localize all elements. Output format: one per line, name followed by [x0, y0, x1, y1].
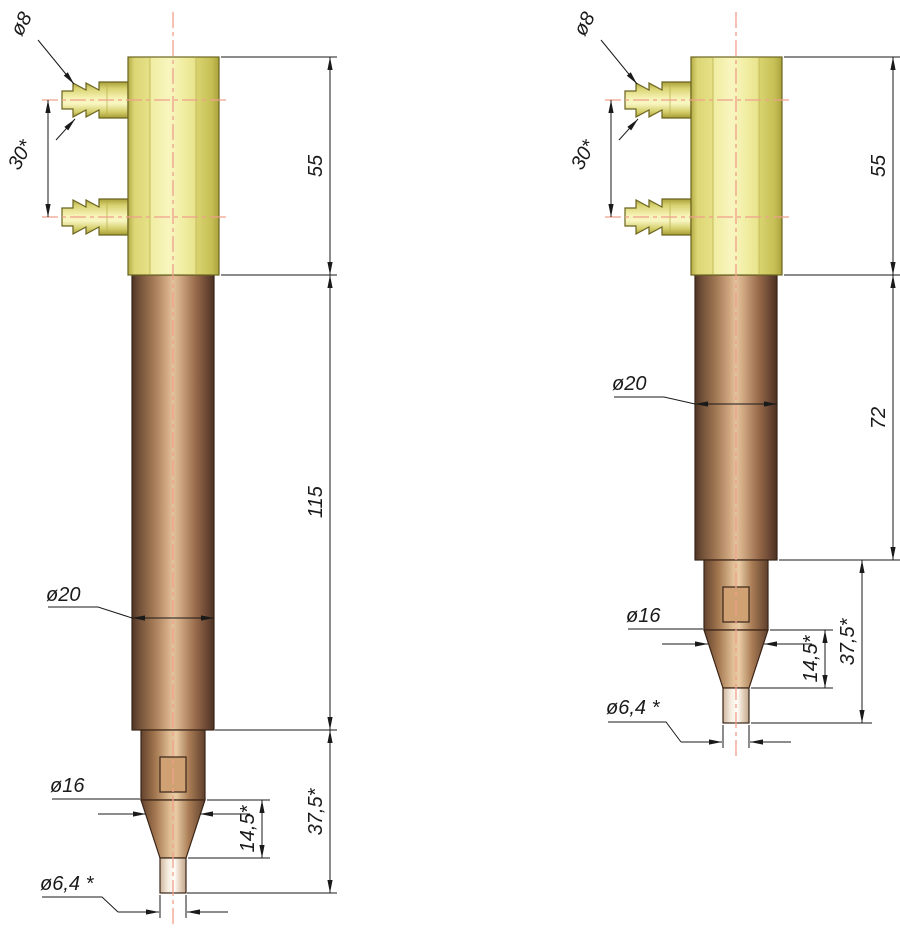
dim-tip-length: 37,5* [751, 560, 872, 724]
leader-arrow [600, 39, 638, 85]
dim-barb-spacing-label: 30* [4, 136, 38, 174]
dim-body-length: 72 [779, 275, 900, 561]
dim-barb-spacing-label: 30* [567, 136, 601, 174]
dim-tip-end-diameter: ø6,4 * [606, 697, 791, 748]
figure-short-electrode: ø8 30* 55 72 37,5* [567, 9, 900, 760]
dim-tip-length-label: 37,5* [837, 617, 859, 665]
dim-head-height: 55 [784, 56, 900, 276]
dim-tip-end-diameter: ø6,4 * [40, 873, 228, 918]
dim-tip-section-diameter: ø16 [626, 605, 812, 647]
centerlines [605, 12, 791, 760]
dim-tip-length: 37,5* [187, 730, 337, 894]
leader-arrow [55, 118, 76, 141]
dim-tip-length-label: 37,5* [305, 787, 327, 835]
dim-cone-length: 14,5* [188, 799, 270, 859]
dim-body-length: 115 [215, 275, 337, 731]
leader-arrow [37, 39, 75, 85]
figure-long-electrode: ø8 30* 55 115 37,5* [4, 9, 337, 928]
dim-body-diameter-label: ø20 [46, 584, 80, 606]
centerlines [42, 12, 228, 928]
dim-head-height-label: 55 [305, 154, 327, 177]
dim-barb-diameter: ø8 [570, 9, 639, 141]
leader-arrow [618, 118, 639, 141]
dim-barb-diameter-label: ø8 [570, 9, 600, 40]
dim-barb-diameter: ø8 [7, 9, 76, 141]
dim-tip-end-diameter-label: ø6,4 * [40, 873, 95, 895]
dim-tip-diameter-label: ø16 [626, 605, 661, 627]
dim-tip-end-diameter-label: ø6,4 * [606, 697, 661, 719]
dim-cone-length: 14,5* [751, 629, 833, 689]
dim-body-length-label: 72 [868, 407, 890, 429]
dim-barb-diameter-label: ø8 [7, 9, 37, 40]
dim-barb-spacing: 30* [567, 100, 614, 217]
leader-line [608, 721, 682, 743]
dim-head-height: 55 [221, 56, 337, 276]
leader-line [614, 396, 696, 405]
dim-cone-length-label: 14,5* [800, 634, 822, 682]
dimensions: ø8 30* 55 72 37,5* [567, 9, 900, 748]
dim-barb-spacing: 30* [4, 100, 51, 217]
leader-line [48, 606, 133, 619]
dim-cone-length-label: 14,5* [237, 804, 259, 852]
dim-body-diameter: ø20 [612, 373, 777, 407]
dim-tip-section-diameter: ø16 [50, 775, 250, 817]
leader-line [42, 896, 119, 913]
dim-tip-diameter-label: ø16 [50, 775, 85, 797]
dim-body-diameter: ø20 [46, 584, 214, 621]
dim-head-height-label: 55 [868, 154, 890, 177]
dim-body-diameter-label: ø20 [612, 373, 646, 395]
dim-body-length-label: 115 [305, 485, 327, 518]
